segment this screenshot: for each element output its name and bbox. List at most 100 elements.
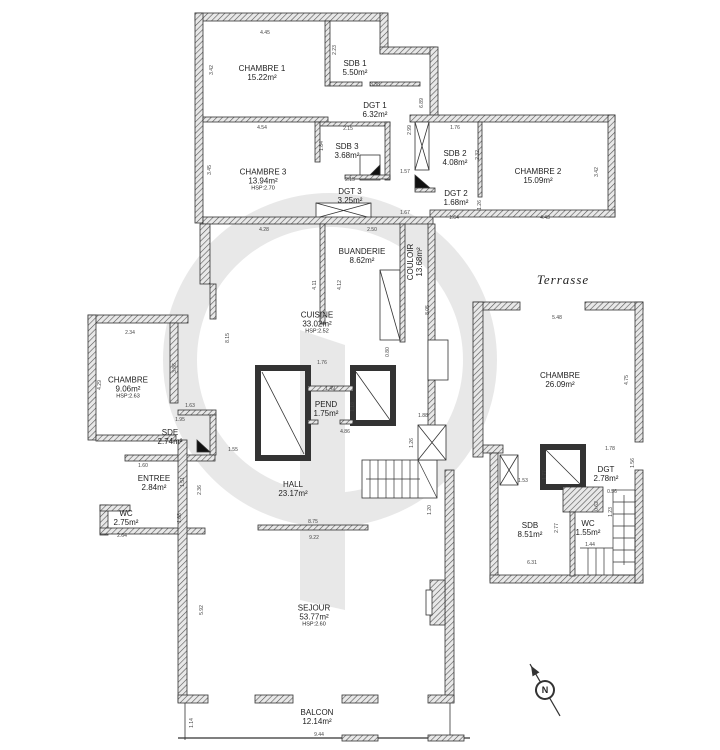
room-name: HALL — [282, 479, 304, 489]
room-area: 1.75m² — [313, 409, 339, 418]
dimension-label: 6.89 — [419, 98, 425, 108]
dimension-label: 5.48 — [552, 315, 562, 321]
room-area: 1.68m² — [443, 198, 469, 207]
room-name: DGT — [597, 464, 615, 474]
dimension-label: 4.45 — [260, 30, 270, 36]
dimension-label: 5.92 — [199, 605, 205, 615]
dimension-label: 4.11 — [312, 280, 318, 290]
dimension-label: 1.57 — [400, 169, 410, 175]
dimension-label: 8.05 — [425, 305, 431, 315]
dimension-label: 1.20 — [427, 505, 433, 515]
room-area: 8.51m² — [517, 530, 543, 539]
dimension-label: 1.76 — [450, 125, 460, 131]
room-name: DGT 1 — [363, 100, 387, 110]
room-name: SDB 1 — [343, 58, 367, 68]
room-area: 13.94m² — [248, 176, 278, 186]
dimension-label: 2.50 — [367, 227, 377, 233]
dimension-label: 1.63 — [185, 403, 195, 409]
room-area: 2.84m² — [141, 483, 167, 492]
room-name: BALCON — [300, 707, 334, 717]
dimension-label: 2.99 — [407, 125, 413, 135]
dimension-label: 1.88 — [418, 413, 428, 419]
room-area: 13.68m² — [415, 247, 424, 277]
room-name: COULOIR — [405, 243, 415, 281]
room-area: 12.14m² — [302, 717, 332, 726]
dimension-label: 1.55 — [228, 447, 238, 453]
room-area: 1.55m² — [575, 528, 601, 537]
room-area: 3.25m² — [337, 196, 363, 205]
room-name: SDB — [521, 520, 539, 530]
room-hsp: HSP:2.63 — [116, 394, 140, 401]
dimension-label: 2.23 — [332, 45, 338, 55]
room-name: CHAMBRE — [539, 370, 581, 380]
dimension-label: 1.95 — [175, 417, 185, 423]
dimension-label: 2.36 — [197, 485, 203, 495]
dimension-label: 8.75 — [308, 519, 318, 525]
room-name: CUISINE — [300, 310, 334, 320]
room-area: 33.02m² — [302, 319, 332, 329]
dimension-label: 2.64 — [117, 533, 127, 539]
room-area: 26.09m² — [545, 380, 575, 389]
dimension-label: 0.80 — [385, 347, 391, 357]
dimension-label: 3.42 — [209, 65, 215, 75]
dimension-label: 4.29 — [97, 380, 103, 390]
dimension-label: 4.54 — [257, 125, 267, 131]
dimension-label: 1.51 — [180, 477, 186, 487]
dimension-label: 1.67 — [400, 210, 410, 216]
dimension-label: 1.44 — [585, 542, 595, 548]
dimension-label: 1.26 — [409, 438, 415, 448]
dimension-label: 2.32 — [475, 150, 481, 160]
room-area: 2.74m² — [157, 437, 183, 446]
dimension-label: 6.31 — [527, 560, 537, 566]
dimension-label: 0.56 — [607, 489, 617, 495]
dimension-label: 4.28 — [259, 227, 269, 233]
dimension-label: 4.12 — [337, 280, 343, 290]
dimension-label: 4.75 — [624, 375, 630, 385]
room-name: CHAMBRE — [107, 375, 149, 385]
dimension-label: 1.49 — [325, 386, 335, 392]
dimension-label: 8.15 — [225, 333, 231, 343]
room-area: 15.09m² — [523, 176, 553, 185]
room-hsp: HSP:2.52 — [305, 329, 329, 336]
dimension-label: 1.84 — [319, 141, 325, 151]
dimension-label: 9.44 — [314, 732, 324, 738]
terrasse-label: Terrasse — [536, 272, 590, 287]
dimension-label: 1.23 — [608, 507, 614, 517]
room-area: 53.77m² — [299, 612, 329, 622]
dimension-label: 1.26 — [477, 200, 483, 210]
room-name: DGT 3 — [338, 186, 362, 196]
room-area: 15.22m² — [247, 73, 277, 82]
dimension-label: 3.86 — [172, 363, 178, 373]
dimension-label: 3.42 — [594, 167, 600, 177]
dimension-label: 4.43 — [540, 215, 550, 221]
room-name: DGT 2 — [444, 188, 468, 198]
walls — [87, 12, 644, 742]
room-area: 2.78m² — [593, 474, 619, 483]
room-hsp: HSP:2.60 — [302, 622, 326, 629]
dimension-label: 2.34 — [125, 330, 135, 336]
dimension-label: 3.45 — [207, 165, 213, 175]
north-compass-icon — [529, 663, 561, 717]
dimension-label: 9.22 — [309, 535, 319, 541]
room-area: 9.06m² — [115, 384, 141, 394]
room-area: 5.50m² — [342, 68, 368, 77]
